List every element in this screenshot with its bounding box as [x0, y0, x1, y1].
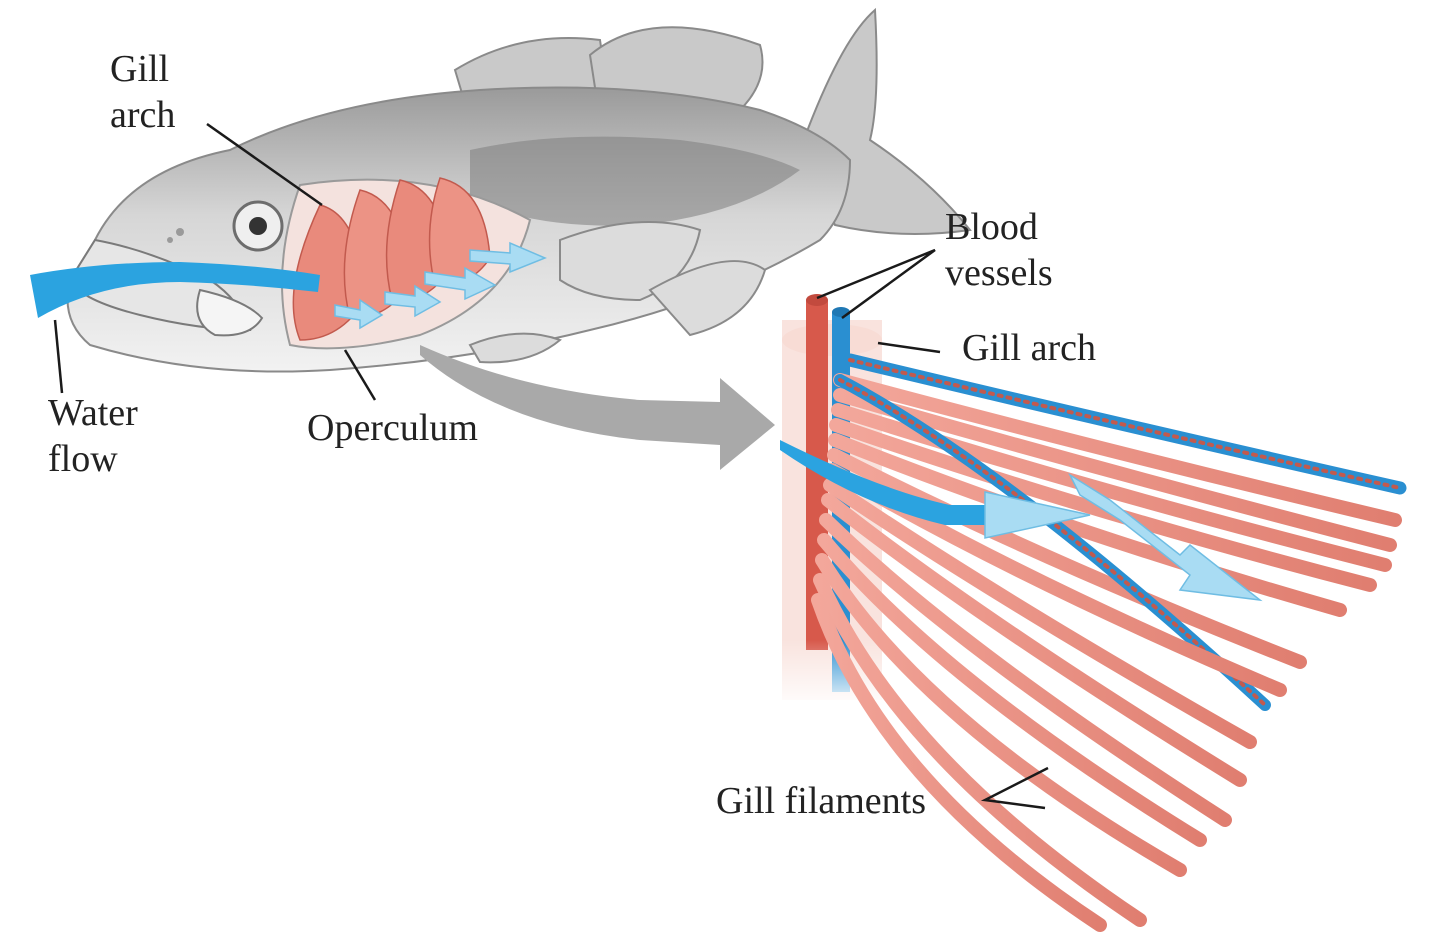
label-blood-vessels-line1: Blood — [945, 206, 1038, 248]
pupil — [249, 217, 267, 235]
fish-gill-arches — [292, 177, 491, 341]
anal-fin — [468, 332, 562, 364]
label-gill-arch-top-line1: Gill — [110, 48, 170, 90]
leader-gill-filaments — [980, 766, 1049, 810]
water-arrows-fish — [334, 241, 547, 330]
label-operculum: Operculum — [307, 407, 478, 449]
label-water-flow-line1: Water — [48, 392, 138, 434]
label-gill-arch-top-line2: arch — [110, 94, 176, 136]
pelvic-fin — [648, 260, 767, 337]
zoom-arrow — [420, 345, 775, 470]
body-markings — [470, 136, 800, 226]
leader-lines — [53, 122, 1049, 810]
label-water-flow-line2: flow — [48, 438, 118, 480]
label-gill-filaments: Gill filaments — [716, 780, 927, 822]
gill-filaments — [811, 353, 1407, 932]
lower-jaw — [196, 288, 264, 337]
label-gill-arch-top: Gill arch — [110, 46, 175, 138]
gill-filament-illustration — [780, 294, 1407, 932]
leader-blood-vessels — [816, 248, 936, 320]
label-gill-arch-right: Gill arch — [962, 327, 1097, 369]
leader-operculum — [343, 349, 377, 401]
leader-gill-arch-right — [877, 341, 941, 354]
water-flow-band — [30, 262, 320, 318]
leader-water-flow — [53, 319, 64, 394]
label-blood-vessels-line2: vessels — [945, 252, 1053, 294]
label-blood-vessels: Blood vessels — [945, 204, 1053, 296]
water-arrows-detail — [780, 440, 1263, 602]
label-water-flow: Water flow — [48, 390, 138, 482]
pectoral-fin — [559, 221, 702, 302]
fish-icon — [30, 7, 972, 373]
leader-gill-arch-top — [206, 122, 323, 207]
